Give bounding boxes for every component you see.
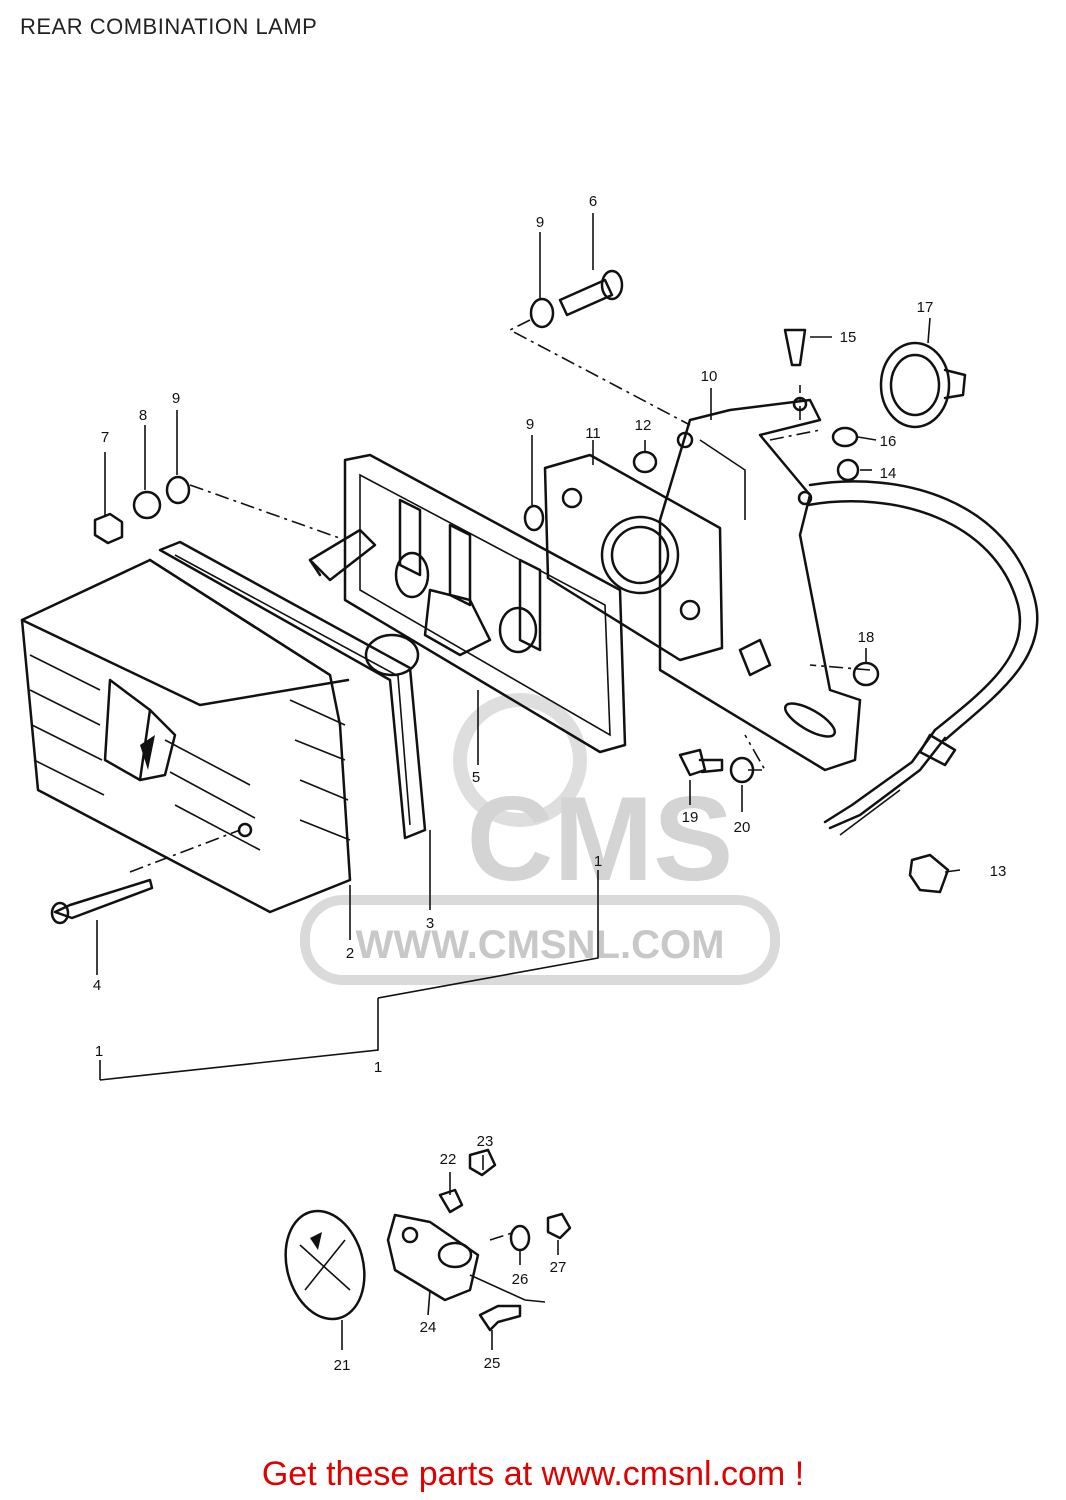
callout-2: 2 bbox=[346, 945, 354, 962]
callout-15: 15 bbox=[840, 329, 857, 346]
assembly-lines bbox=[129, 319, 871, 1241]
callout-23: 23 bbox=[477, 1133, 494, 1150]
callout-24: 24 bbox=[420, 1319, 437, 1336]
callout-27: 27 bbox=[550, 1259, 567, 1276]
callout-11: 11 bbox=[585, 425, 601, 442]
lamp-base bbox=[308, 453, 627, 754]
callout-17: 17 bbox=[917, 299, 934, 316]
watermark: CMS WWW.CMSNL.COM bbox=[300, 693, 780, 985]
callout-7: 7 bbox=[101, 429, 109, 446]
callout-1-left: 1 bbox=[95, 1043, 103, 1060]
callout-9-mid: 9 bbox=[526, 416, 534, 433]
lamp-bracket bbox=[658, 396, 862, 772]
watermark-url: WWW.CMSNL.COM bbox=[356, 923, 725, 967]
callout-13: 13 bbox=[990, 863, 1007, 880]
callout-numbers: 6 9 7 8 9 9 11 12 10 15 17 16 14 18 19 2… bbox=[93, 193, 1007, 1374]
get-parts-link[interactable]: Get these parts at www.cmsnl.com ! bbox=[261, 1455, 805, 1493]
callout-22: 22 bbox=[440, 1151, 457, 1168]
callout-16: 16 bbox=[880, 433, 897, 450]
callout-4: 4 bbox=[93, 977, 101, 994]
callout-26: 26 bbox=[512, 1271, 529, 1288]
callout-21: 21 bbox=[334, 1357, 351, 1374]
callout-14: 14 bbox=[880, 465, 897, 482]
callout-1: 1 bbox=[374, 1059, 382, 1076]
callout-20: 20 bbox=[734, 819, 751, 836]
callout-8: 8 bbox=[139, 407, 147, 424]
bracket-gasket bbox=[543, 453, 724, 662]
reflector-assembly bbox=[284, 1148, 572, 1332]
leader-lines bbox=[96, 213, 961, 1350]
callout-25: 25 bbox=[484, 1355, 501, 1372]
callout-18: 18 bbox=[858, 629, 875, 646]
callout-12: 12 bbox=[635, 417, 652, 434]
callout-9-upper: 9 bbox=[536, 214, 544, 231]
callout-3: 3 bbox=[426, 915, 434, 932]
callout-10: 10 bbox=[701, 368, 718, 385]
callout-6: 6 bbox=[589, 193, 597, 210]
callout-9-left: 9 bbox=[172, 390, 180, 407]
watermark-brand: CMS bbox=[467, 772, 734, 906]
lens-gasket bbox=[158, 540, 427, 840]
callout-19: 19 bbox=[682, 809, 699, 826]
wire-harness bbox=[806, 480, 1039, 836]
callout-5: 5 bbox=[472, 769, 480, 786]
page-title: REAR COMBINATION LAMP bbox=[20, 14, 318, 39]
callout-1-right: 1 bbox=[594, 853, 602, 870]
lamp-lens bbox=[20, 558, 352, 914]
small-parts bbox=[50, 269, 967, 925]
